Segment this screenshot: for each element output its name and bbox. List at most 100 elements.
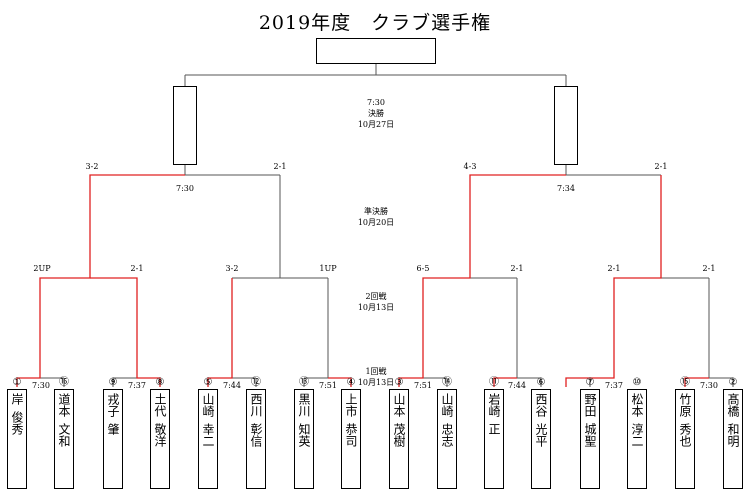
seed-number: ③ (394, 377, 404, 388)
player-given-name: 肇 (106, 423, 120, 435)
player-family-name: 竹原 (678, 393, 692, 417)
player-name-box: 西谷光平 (531, 389, 551, 489)
time-label: 7:34 (557, 184, 575, 193)
player-name-box: 西川彰信 (246, 389, 266, 489)
seed-number: ① (12, 377, 22, 388)
player-name-box: 道本文和 (54, 389, 74, 489)
player-name-box: 岩崎正 (484, 389, 504, 489)
score-label: 3-2 (225, 264, 239, 273)
seed-number: ⑭ (442, 377, 452, 388)
player-given-name: 幸二 (201, 423, 215, 447)
score-label: 3-2 (85, 162, 99, 171)
player-family-name: 土代 (153, 393, 167, 417)
seed-number: ⑬ (299, 377, 309, 388)
score-label: 4-3 (463, 162, 477, 171)
seed-number: ⑪ (489, 377, 499, 388)
seed-number: ② (728, 377, 738, 388)
player-family-name: 道本 (57, 393, 71, 417)
player-family-name: 戎子 (106, 393, 120, 417)
player-family-name: 山本 (392, 393, 406, 417)
time-label: 7:30 (176, 184, 194, 193)
player-name-box: 上市恭司 (341, 389, 361, 489)
player-given-name: 文和 (57, 423, 71, 447)
time-label: 7:37 (128, 381, 146, 390)
seed-number: ⑩ (632, 377, 642, 388)
player-given-name: 彰信 (249, 423, 263, 447)
player-given-name: 知英 (297, 423, 311, 447)
player-name-box: 山崎忠志 (437, 389, 457, 489)
score-label: 2-1 (130, 264, 144, 273)
score-label: 2-1 (273, 162, 287, 171)
player-name-box: 竹原秀也 (675, 389, 695, 489)
score-label: 2-1 (654, 162, 668, 171)
score-label: 2-1 (510, 264, 524, 273)
seed-number: ⑨ (108, 377, 118, 388)
time-label: 7:51 (319, 381, 337, 390)
player-family-name: 松本 (630, 393, 644, 417)
champion-box (316, 38, 436, 64)
score-label: 2-1 (702, 264, 716, 273)
seed-number: ④ (346, 377, 356, 388)
player-family-name: 岸 (10, 393, 24, 405)
player-family-name: 上市 (344, 393, 358, 417)
player-name-box: 野田城聖 (580, 389, 600, 489)
score-label: 1UP (319, 264, 337, 273)
player-given-name: 俊秀 (10, 411, 24, 435)
player-name-box: 髙橋和明 (723, 389, 743, 489)
player-given-name: 茂樹 (392, 423, 406, 447)
time-label: 7:44 (223, 381, 241, 390)
player-name-box: 土代敬洋 (150, 389, 170, 489)
page-title: 2019年度 クラブ選手権 (258, 12, 492, 34)
player-given-name: 敬洋 (153, 423, 167, 447)
player-family-name: 西川 (249, 393, 263, 417)
time-label: 7:51 (414, 381, 432, 390)
player-family-name: 山崎 (440, 393, 454, 417)
player-family-name: 西谷 (534, 393, 548, 417)
finalist-right-box (554, 86, 578, 165)
player-name-box: 山崎幸二 (198, 389, 218, 489)
seed-number: ⑯ (59, 377, 69, 388)
time-label: 7:44 (508, 381, 526, 390)
player-entry: ⑬ 黒川知英 (294, 377, 314, 489)
player-family-name: 岩崎 (487, 393, 501, 417)
time-label: 7:30 (32, 381, 50, 390)
player-name-box: 戎子肇 (103, 389, 123, 489)
player-family-name: 黒川 (297, 393, 311, 417)
player-name-box: 山本茂樹 (389, 389, 409, 489)
player-given-name: 秀也 (678, 423, 692, 447)
score-label: 2UP (33, 264, 51, 273)
player-family-name: 髙橋 (726, 393, 740, 417)
score-label: 2-1 (607, 264, 621, 273)
time-label: 7:30 (700, 381, 718, 390)
player-given-name: 正 (487, 423, 501, 435)
player-given-name: 城聖 (583, 423, 597, 447)
player-given-name: 忠志 (440, 423, 454, 447)
player-given-name: 和明 (726, 423, 740, 447)
player-family-name: 野田 (583, 393, 597, 417)
finalist-left-box (173, 86, 197, 165)
seed-number: ⑧ (155, 377, 165, 388)
score-label: 6-5 (416, 264, 430, 273)
player-name-box: 岸俊秀 (7, 389, 27, 489)
player-given-name: 光平 (534, 423, 548, 447)
seed-number: ⑦ (585, 377, 595, 388)
seed-number: ⑫ (251, 377, 261, 388)
player-name-box: 松本淳二 (627, 389, 647, 489)
seed-number: ⑤ (203, 377, 213, 388)
